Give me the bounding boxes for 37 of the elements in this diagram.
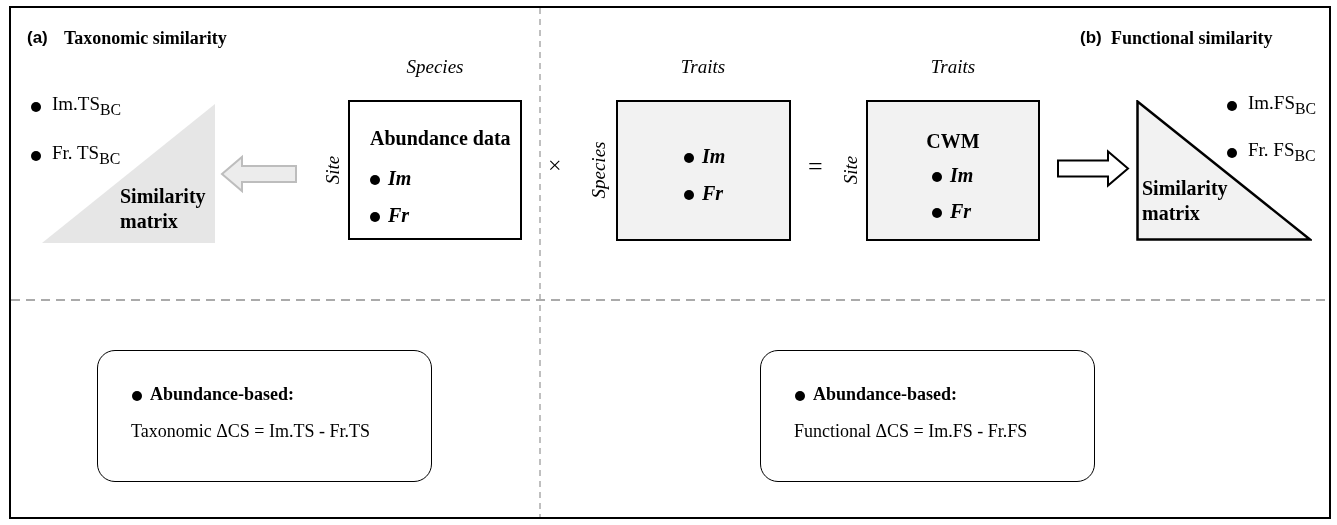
axis-label: Traits — [680, 56, 726, 78]
formula-heading: Abundance-based: — [813, 384, 958, 405]
index-label: Im.FS$_{BC}$ — [1248, 92, 1317, 118]
block-arrow — [1057, 149, 1130, 188]
axis-label: Site — [322, 155, 344, 185]
formula-text: Functional ΔCS = Im.FS - Fr.FS — [794, 421, 1028, 442]
list-item: Fr — [702, 182, 724, 205]
block-arrow — [220, 154, 297, 194]
formula-box — [760, 350, 1095, 482]
box-heading: Abundance data — [370, 127, 511, 150]
panel-title: Taxonomic similarity — [64, 28, 227, 49]
index-label: Fr. TS$_{BC}$ — [52, 142, 121, 168]
axis-label: Site — [840, 155, 862, 185]
axis-label: Traits — [930, 56, 976, 78]
list-item: Im — [388, 167, 412, 190]
matrix-box — [616, 100, 791, 241]
panel-title: Functional similarity — [1111, 28, 1273, 49]
operator-sign: × — [548, 152, 562, 180]
panel-letter: (a) — [27, 28, 48, 48]
matrix-box — [348, 100, 522, 240]
formula-heading: Abundance-based: — [150, 384, 295, 405]
formula-box — [97, 350, 432, 482]
axis-label: Species — [588, 141, 610, 199]
list-item: Fr — [388, 204, 410, 227]
axis-label: Species — [406, 56, 464, 78]
list-item: Im — [702, 145, 726, 168]
index-label: Im.TS$_{BC}$ — [52, 93, 122, 119]
matrix-label: Similarity matrix — [1142, 176, 1229, 226]
operator-sign: = — [808, 152, 823, 182]
formula-text: Taxonomic ΔCS = Im.TS - Fr.TS — [131, 421, 370, 442]
panel-letter: (b) — [1080, 28, 1102, 48]
index-label: Fr. FS$_{BC}$ — [1248, 139, 1316, 165]
box-heading: CWM — [925, 130, 981, 153]
list-item: Fr — [950, 200, 972, 223]
list-item: Im — [950, 164, 974, 187]
matrix-label: Similarity matrix — [120, 184, 207, 234]
matrix-box — [866, 100, 1040, 241]
